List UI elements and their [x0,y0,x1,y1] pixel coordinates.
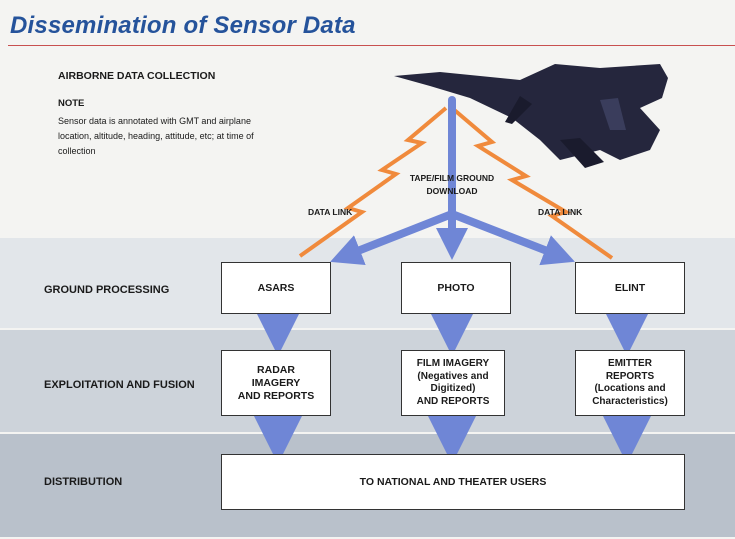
photo-box-label: PHOTO [437,281,475,294]
row-label-ground-processing: GROUND PROCESSING [44,284,170,296]
left-data-link-label: DATA LINK [308,207,353,217]
elint-box-label: ELINT [614,281,646,294]
title-divider [8,45,735,46]
radar-box: RADAR IMAGERY AND REPORTS [221,350,331,416]
asars-box-label: ASARS [257,281,295,294]
row-label-exploitation: EXPLOITATION AND FUSION [44,379,195,391]
right-data-link-label: DATA LINK [538,207,583,217]
emitter-box: EMITTER REPORTS (Locations and Character… [575,350,685,416]
left-data-link-lightning [298,106,448,258]
right-data-link-lightning [450,106,614,260]
users-box: TO NATIONAL AND THEATER USERS [221,454,685,510]
elint-box: ELINT [575,262,685,314]
radar-box-label: RADAR IMAGERY AND REPORTS [237,363,315,402]
users-box-label: TO NATIONAL AND THEATER USERS [359,475,547,488]
tape-film-download-label: TAPE/FILM GROUND DOWNLOAD [409,173,495,196]
row-label-distribution: DISTRIBUTION [44,476,123,488]
aircraft-icon [394,64,668,168]
airborne-collection-label: AIRBORNE DATA COLLECTION [58,70,216,82]
note-text: Sensor data is annotated with GMT and ai… [58,116,254,156]
film-box-label: FILM IMAGERY (Negatives and Digitized) A… [416,358,490,407]
download-arrow-right [450,210,575,266]
download-arrow-left [330,210,454,266]
photo-box: PHOTO [401,262,511,314]
film-box: FILM IMAGERY (Negatives and Digitized) A… [401,350,505,416]
asars-box: ASARS [221,262,331,314]
note-title: NOTE [58,98,85,109]
page-title: Dissemination of Sensor Data [10,12,356,39]
emitter-box-label: EMITTER REPORTS (Locations and Character… [592,358,668,407]
